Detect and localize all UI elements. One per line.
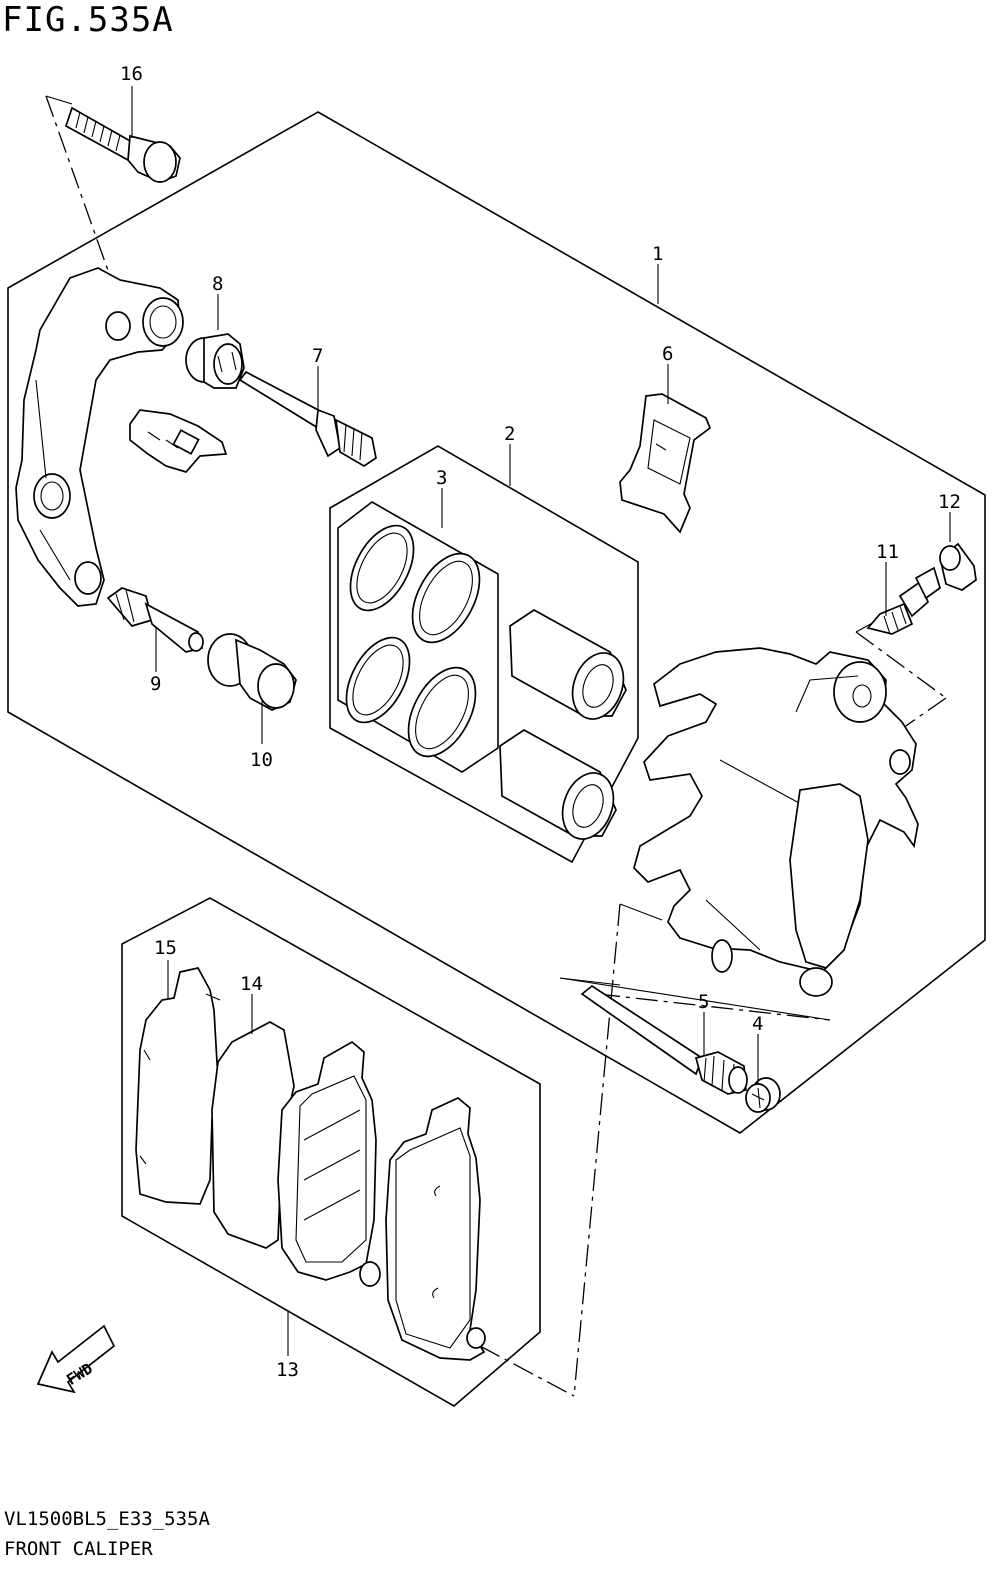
slide-pin-9 <box>106 587 204 653</box>
callout-5: 5 <box>698 991 709 1013</box>
boot-8 <box>185 333 245 389</box>
caliper-alignment-line <box>899 697 947 731</box>
piston-seals-3 <box>345 524 481 758</box>
pin-5-guide-line <box>619 903 663 921</box>
pin-cross-line-b <box>597 993 831 1021</box>
callout-12: 12 <box>938 491 961 513</box>
pad-spring-clip <box>129 409 228 473</box>
callout-16: 16 <box>120 63 143 85</box>
callout-4: 4 <box>752 1013 763 1035</box>
figure-title: FIG.535A <box>2 0 174 40</box>
plug-4 <box>745 1077 781 1113</box>
bolt-16 <box>64 106 181 183</box>
model-code: VL1500BL5_E33_535A <box>4 1508 210 1530</box>
callout-3: 3 <box>436 467 447 489</box>
pad-spring-6 <box>619 393 712 534</box>
brake-pad-b <box>385 1097 486 1361</box>
bleeder-cap-12 <box>939 542 977 591</box>
leader-lines <box>131 86 951 1356</box>
callout-2: 2 <box>504 423 515 445</box>
section-name: FRONT CALIPER <box>4 1538 153 1560</box>
pistons <box>499 609 627 840</box>
shim-15 <box>135 967 221 1205</box>
callout-8: 8 <box>212 273 223 295</box>
callout-9: 9 <box>150 673 161 695</box>
pad-set-outline <box>121 897 541 1407</box>
fwd-arrow: FWD <box>36 1324 116 1394</box>
bleeder-valve-11 <box>866 566 941 635</box>
pin-5-alignment-line <box>573 903 621 1397</box>
caliper-bracket <box>15 267 184 607</box>
slide-pin-7 <box>238 370 377 468</box>
boot-10 <box>207 633 297 711</box>
callout-10: 10 <box>250 749 273 771</box>
piston-seal-outline <box>337 501 499 773</box>
caliper-assembly-outline <box>7 111 986 1134</box>
callout-7: 7 <box>312 345 323 367</box>
bleeder-alignment-line <box>855 631 947 699</box>
bolt-16-alignment-line <box>45 95 133 339</box>
slide-pin-5 <box>580 984 748 1095</box>
callout-14: 14 <box>240 973 263 995</box>
callout-13: 13 <box>276 1359 299 1381</box>
pin-cross-line-a <box>559 977 831 1021</box>
pin-cross-line-c <box>559 977 621 986</box>
callout-6: 6 <box>662 343 673 365</box>
callout-11: 11 <box>876 541 899 563</box>
bolt-16-guide-line <box>45 95 73 105</box>
callout-15: 15 <box>154 937 177 959</box>
caliper-body <box>633 647 919 997</box>
callout-1: 1 <box>652 243 663 265</box>
brake-pad-a <box>277 1040 381 1287</box>
pad-alignment-line <box>479 1345 575 1397</box>
seal-kit-outline <box>329 445 639 864</box>
